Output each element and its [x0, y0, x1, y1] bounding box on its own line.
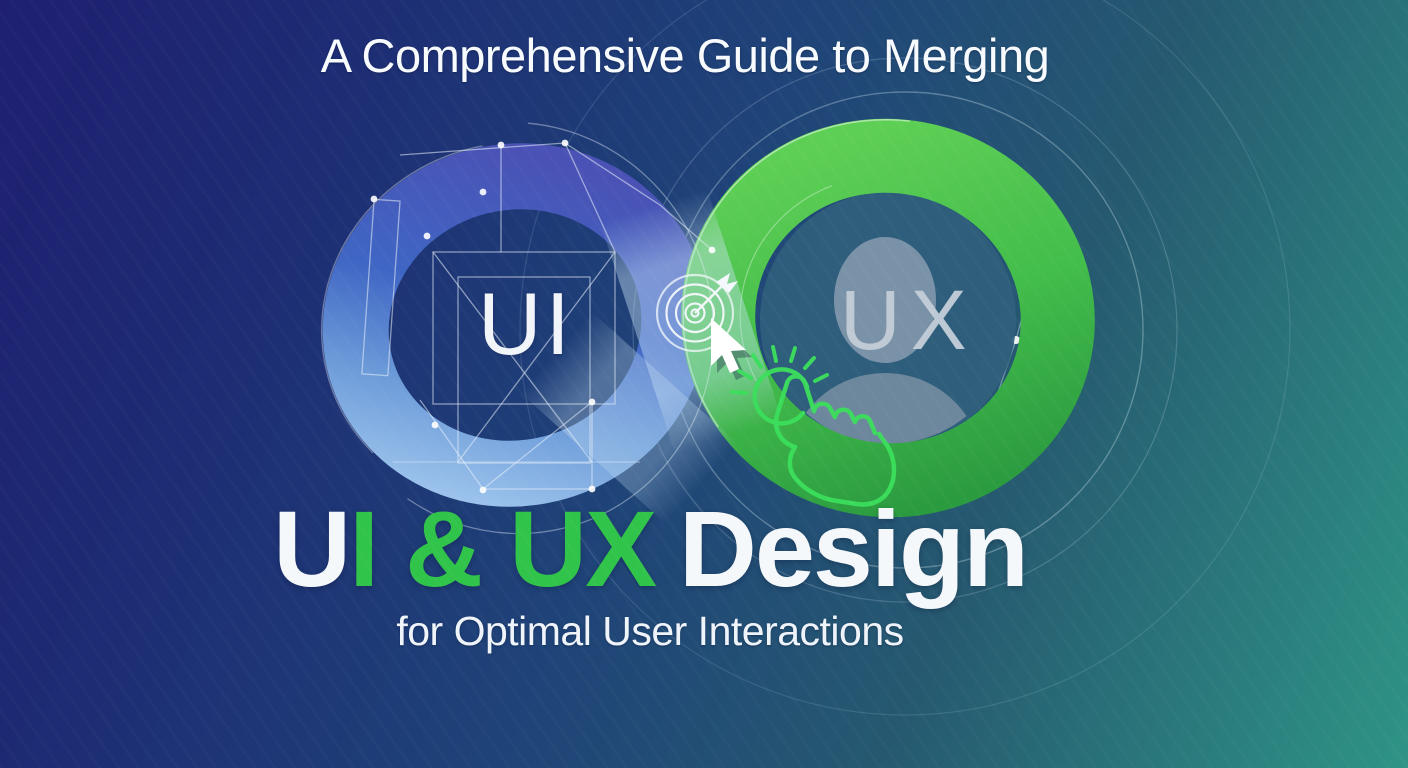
title-segment-green: I & UX	[349, 488, 657, 609]
person-silhouette	[789, 237, 981, 444]
title-segment-white-u: U	[273, 488, 351, 609]
subtitle: for Optimal User Interactions	[396, 608, 904, 654]
ux-loop-label: UX	[840, 273, 977, 367]
tap-gesture-icon	[730, 345, 897, 507]
title-segment-white-rest: Design	[678, 488, 1029, 609]
wireframe-blueprint	[315, 121, 716, 535]
ui-loop-label: UI	[478, 274, 574, 373]
cursor-icon	[711, 318, 752, 380]
target-icon	[655, 273, 738, 353]
kicker-heading: A Comprehensive Guide to Merging	[320, 29, 1050, 82]
